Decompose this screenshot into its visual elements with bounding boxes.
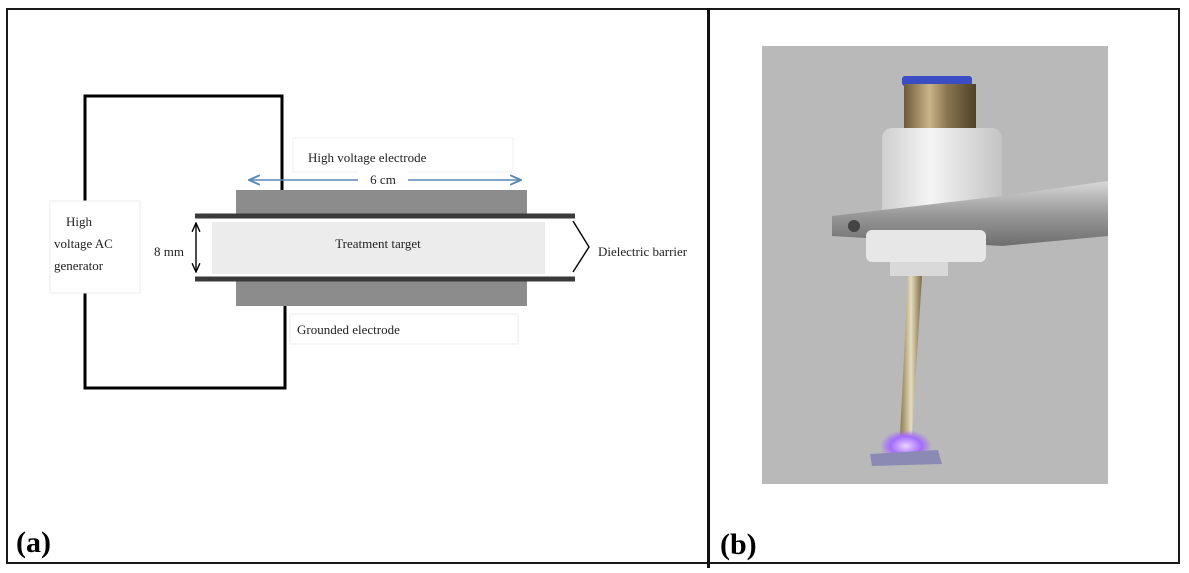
barrier-bracket bbox=[572, 220, 590, 273]
figure-frame bbox=[6, 8, 1180, 564]
panel-a-label: (a) bbox=[16, 526, 51, 559]
grounded-label: Grounded electrode bbox=[297, 322, 400, 337]
barrier-label: Dielectric barrier bbox=[598, 244, 688, 259]
mounting-arm bbox=[832, 181, 1108, 246]
panel-divider bbox=[707, 8, 710, 568]
treatment-plate bbox=[870, 450, 942, 466]
target-label: Treatment target bbox=[335, 236, 421, 251]
arm-bolt bbox=[848, 220, 860, 232]
panel-b-photo: (b) bbox=[712, 8, 1180, 568]
high-voltage-electrode bbox=[236, 190, 527, 216]
width-label: 6 cm bbox=[370, 172, 396, 187]
panel-b-label: (b) bbox=[720, 528, 757, 561]
plasma-jet-device-illustration bbox=[832, 76, 1108, 466]
width-label-bg bbox=[358, 170, 408, 188]
nozzle-collar bbox=[890, 262, 948, 276]
generator-label-line3: generator bbox=[54, 258, 104, 273]
device-photo bbox=[762, 46, 1108, 484]
grounded-electrode bbox=[236, 280, 527, 306]
brass-fitting bbox=[904, 84, 976, 128]
ground-label-box bbox=[289, 313, 519, 345]
dbd-schematic: High voltage electrode 6 cm 8 mm Treatme… bbox=[49, 94, 688, 390]
generator-label-line2: voltage AC bbox=[54, 236, 113, 251]
generator-box bbox=[49, 200, 141, 294]
treatment-target bbox=[212, 222, 545, 274]
hv-label-box bbox=[292, 137, 514, 173]
panel-a-schematic: High voltage electrode 6 cm 8 mm Treatme… bbox=[8, 8, 706, 568]
gap-label: 8 mm bbox=[154, 244, 184, 259]
lower-housing bbox=[866, 230, 986, 262]
hv-electrode-label: High voltage electrode bbox=[308, 150, 427, 165]
generator-label-line1: High bbox=[66, 214, 93, 229]
blue-cap bbox=[902, 76, 972, 86]
quartz-tube bbox=[900, 276, 922, 436]
